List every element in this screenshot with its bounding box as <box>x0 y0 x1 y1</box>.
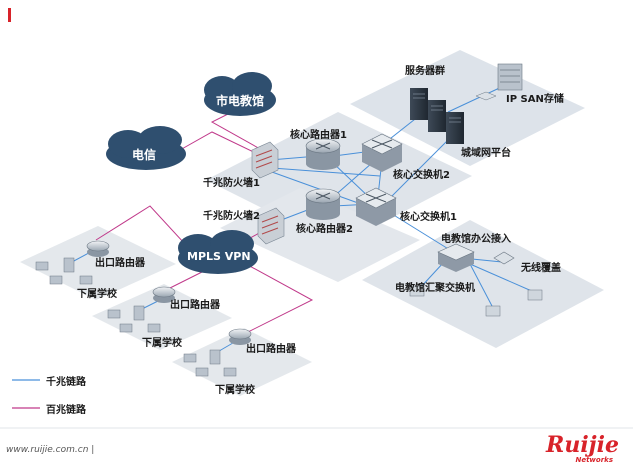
exit-router-a-icon <box>86 240 110 257</box>
brand-subtitle: Networks <box>575 456 613 464</box>
label-school-b: 下属学校 <box>142 338 182 349</box>
core-router-1-icon <box>305 138 341 170</box>
metro-switch-icon <box>475 91 497 101</box>
server-platform <box>350 50 585 166</box>
label-core-router-2: 核心路由器2 <box>296 224 353 235</box>
legend-hundred-label: 百兆链路 <box>46 405 86 416</box>
cloud-mpls <box>178 230 258 274</box>
label-core-router-1: 核心路由器1 <box>290 130 347 141</box>
school-b-devices-icon <box>107 305 161 333</box>
cloud-city-edu <box>204 72 276 116</box>
label-school-c: 下属学校 <box>215 385 255 396</box>
link-fw1-switch2 <box>271 167 381 177</box>
office-platform <box>362 220 604 348</box>
link-switch1-office <box>391 213 451 251</box>
cloud-telecom <box>106 126 186 170</box>
gigabit-links <box>71 83 535 355</box>
core-router-2-icon <box>305 188 341 220</box>
cloud-label-city-edu: 市电教馆 <box>216 94 265 108</box>
label-firewall-1: 千兆防火墙1 <box>203 178 260 189</box>
title-accent-bar <box>8 8 11 22</box>
label-firewall-2: 千兆防火墙2 <box>203 211 260 222</box>
link-mpls-exit-a <box>95 205 197 257</box>
link-telecom-firewall <box>179 131 263 157</box>
label-exit-router-a: 出口路由器 <box>95 258 145 269</box>
link-mpls-exit-c <box>239 263 314 337</box>
core-switch-1-icon <box>355 187 397 226</box>
label-aggregation-switch: 电教馆汇聚交换机 <box>395 283 475 294</box>
label-metro-platform: 城域网平台 <box>461 148 511 159</box>
brand-logo: Ruijie <box>546 432 619 458</box>
firewall-2-icon <box>257 207 285 245</box>
link-office-pc3 <box>469 263 535 293</box>
label-ip-san: IP SAN存储 <box>506 94 564 105</box>
school-platform-c <box>172 328 312 396</box>
legend-gigabit-label: 千兆链路 <box>46 377 86 388</box>
school-platform-b <box>92 284 232 350</box>
exit-router-b-icon <box>152 286 176 303</box>
footer-url: www.ruijie.com.cn | <box>6 445 95 455</box>
label-exit-router-c: 出口路由器 <box>246 344 296 355</box>
label-wireless: 无线覆盖 <box>521 263 561 274</box>
label-core-switch-2: 核心交换机2 <box>393 170 450 181</box>
label-server-cluster: 服务器群 <box>405 66 445 77</box>
cloud-label-mpls: MPLS VPN <box>187 250 251 263</box>
school-a-devices-icon <box>35 257 93 285</box>
ip-san-storage-icon <box>497 63 523 91</box>
wireless-ap-icon <box>493 251 515 265</box>
label-exit-router-b: 出口路由器 <box>170 300 220 311</box>
firewall-1-icon <box>251 141 279 179</box>
cloud-label-telecom: 电信 <box>132 148 157 162</box>
link-office-pc2 <box>469 263 493 307</box>
label-core-switch-1: 核心交换机1 <box>400 212 457 223</box>
office-pc-icon <box>409 285 543 317</box>
label-school-a: 下属学校 <box>77 289 117 300</box>
exit-router-c-icon <box>228 328 252 345</box>
school-c-devices-icon <box>183 349 237 377</box>
label-office-access: 电教馆办公接入 <box>441 234 511 245</box>
link-office-pc1 <box>419 261 445 289</box>
link-switch1-server <box>391 139 449 197</box>
core-switch-2-icon <box>361 133 403 172</box>
aggregation-switch-icon <box>437 243 475 272</box>
server-cluster-icon <box>410 88 464 144</box>
